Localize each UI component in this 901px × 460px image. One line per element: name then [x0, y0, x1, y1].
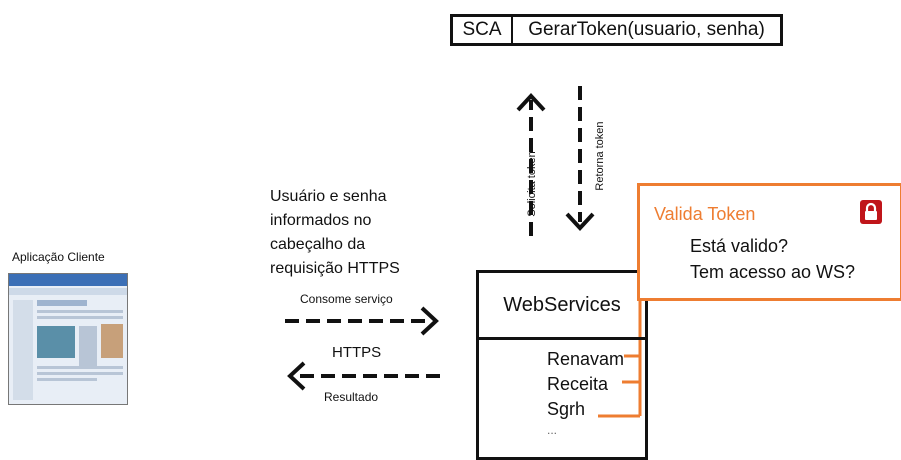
- sca-method-signature: GerarToken(usuario, senha): [528, 19, 765, 40]
- page-heading: [37, 300, 87, 306]
- request-token-label: Solicita token: [526, 151, 538, 217]
- service-receita: Receita: [547, 374, 609, 394]
- page-sidebar: [13, 300, 33, 400]
- sca-method-box: SCA GerarToken(usuario, senha): [450, 14, 783, 46]
- diagram-connectors: [285, 86, 642, 418]
- service-sgrh: Sgrh: [547, 399, 586, 419]
- note-line: informados no: [270, 212, 372, 229]
- page-portrait: [101, 324, 123, 358]
- request-token-arrowhead: [516, 93, 546, 112]
- validate-token-box: Valida Token Está valido? Tem acesso ao …: [637, 183, 901, 301]
- service-more: ...: [547, 423, 558, 437]
- page-text-line: [37, 310, 123, 313]
- consume-service-label: Consome serviço: [300, 292, 393, 306]
- result-arrowhead: [287, 361, 306, 391]
- credentials-note: Usuário e senha informados no cabeçalho …: [270, 185, 400, 281]
- return-token-arrowhead: [565, 212, 595, 231]
- client-app-screenshot: [8, 273, 128, 405]
- validate-question: Está valido?: [690, 236, 789, 256]
- client-app-label: Aplicação Cliente: [12, 250, 105, 264]
- result-label: Resultado: [324, 390, 379, 404]
- validate-token-title: Valida Token: [654, 204, 756, 224]
- sca-label: SCA: [453, 17, 513, 43]
- page-text-line: [37, 366, 123, 369]
- page-text-line: [37, 378, 97, 381]
- protocol-label: HTTPS: [332, 344, 382, 361]
- lock-icon: [860, 200, 882, 224]
- browser-titlebar: [9, 274, 127, 286]
- note-line: requisição HTTPS: [270, 260, 400, 277]
- page-text-line: [37, 316, 123, 319]
- page-image: [37, 326, 75, 358]
- page-text-line: [37, 372, 123, 375]
- webservices-box: WebServices Renavam Receita Sgrh ...: [476, 270, 648, 460]
- note-line: cabeçalho da: [270, 236, 366, 253]
- service-renavam: Renavam: [547, 349, 625, 369]
- browser-toolbar: [9, 288, 127, 295]
- page-text-block: [79, 326, 97, 366]
- return-token-label: Retorna token: [594, 121, 606, 191]
- consume-service-arrowhead: [420, 306, 439, 336]
- validate-question: Tem acesso ao WS?: [690, 262, 856, 282]
- webservices-title: WebServices: [479, 273, 645, 340]
- note-line: Usuário e senha: [270, 188, 387, 205]
